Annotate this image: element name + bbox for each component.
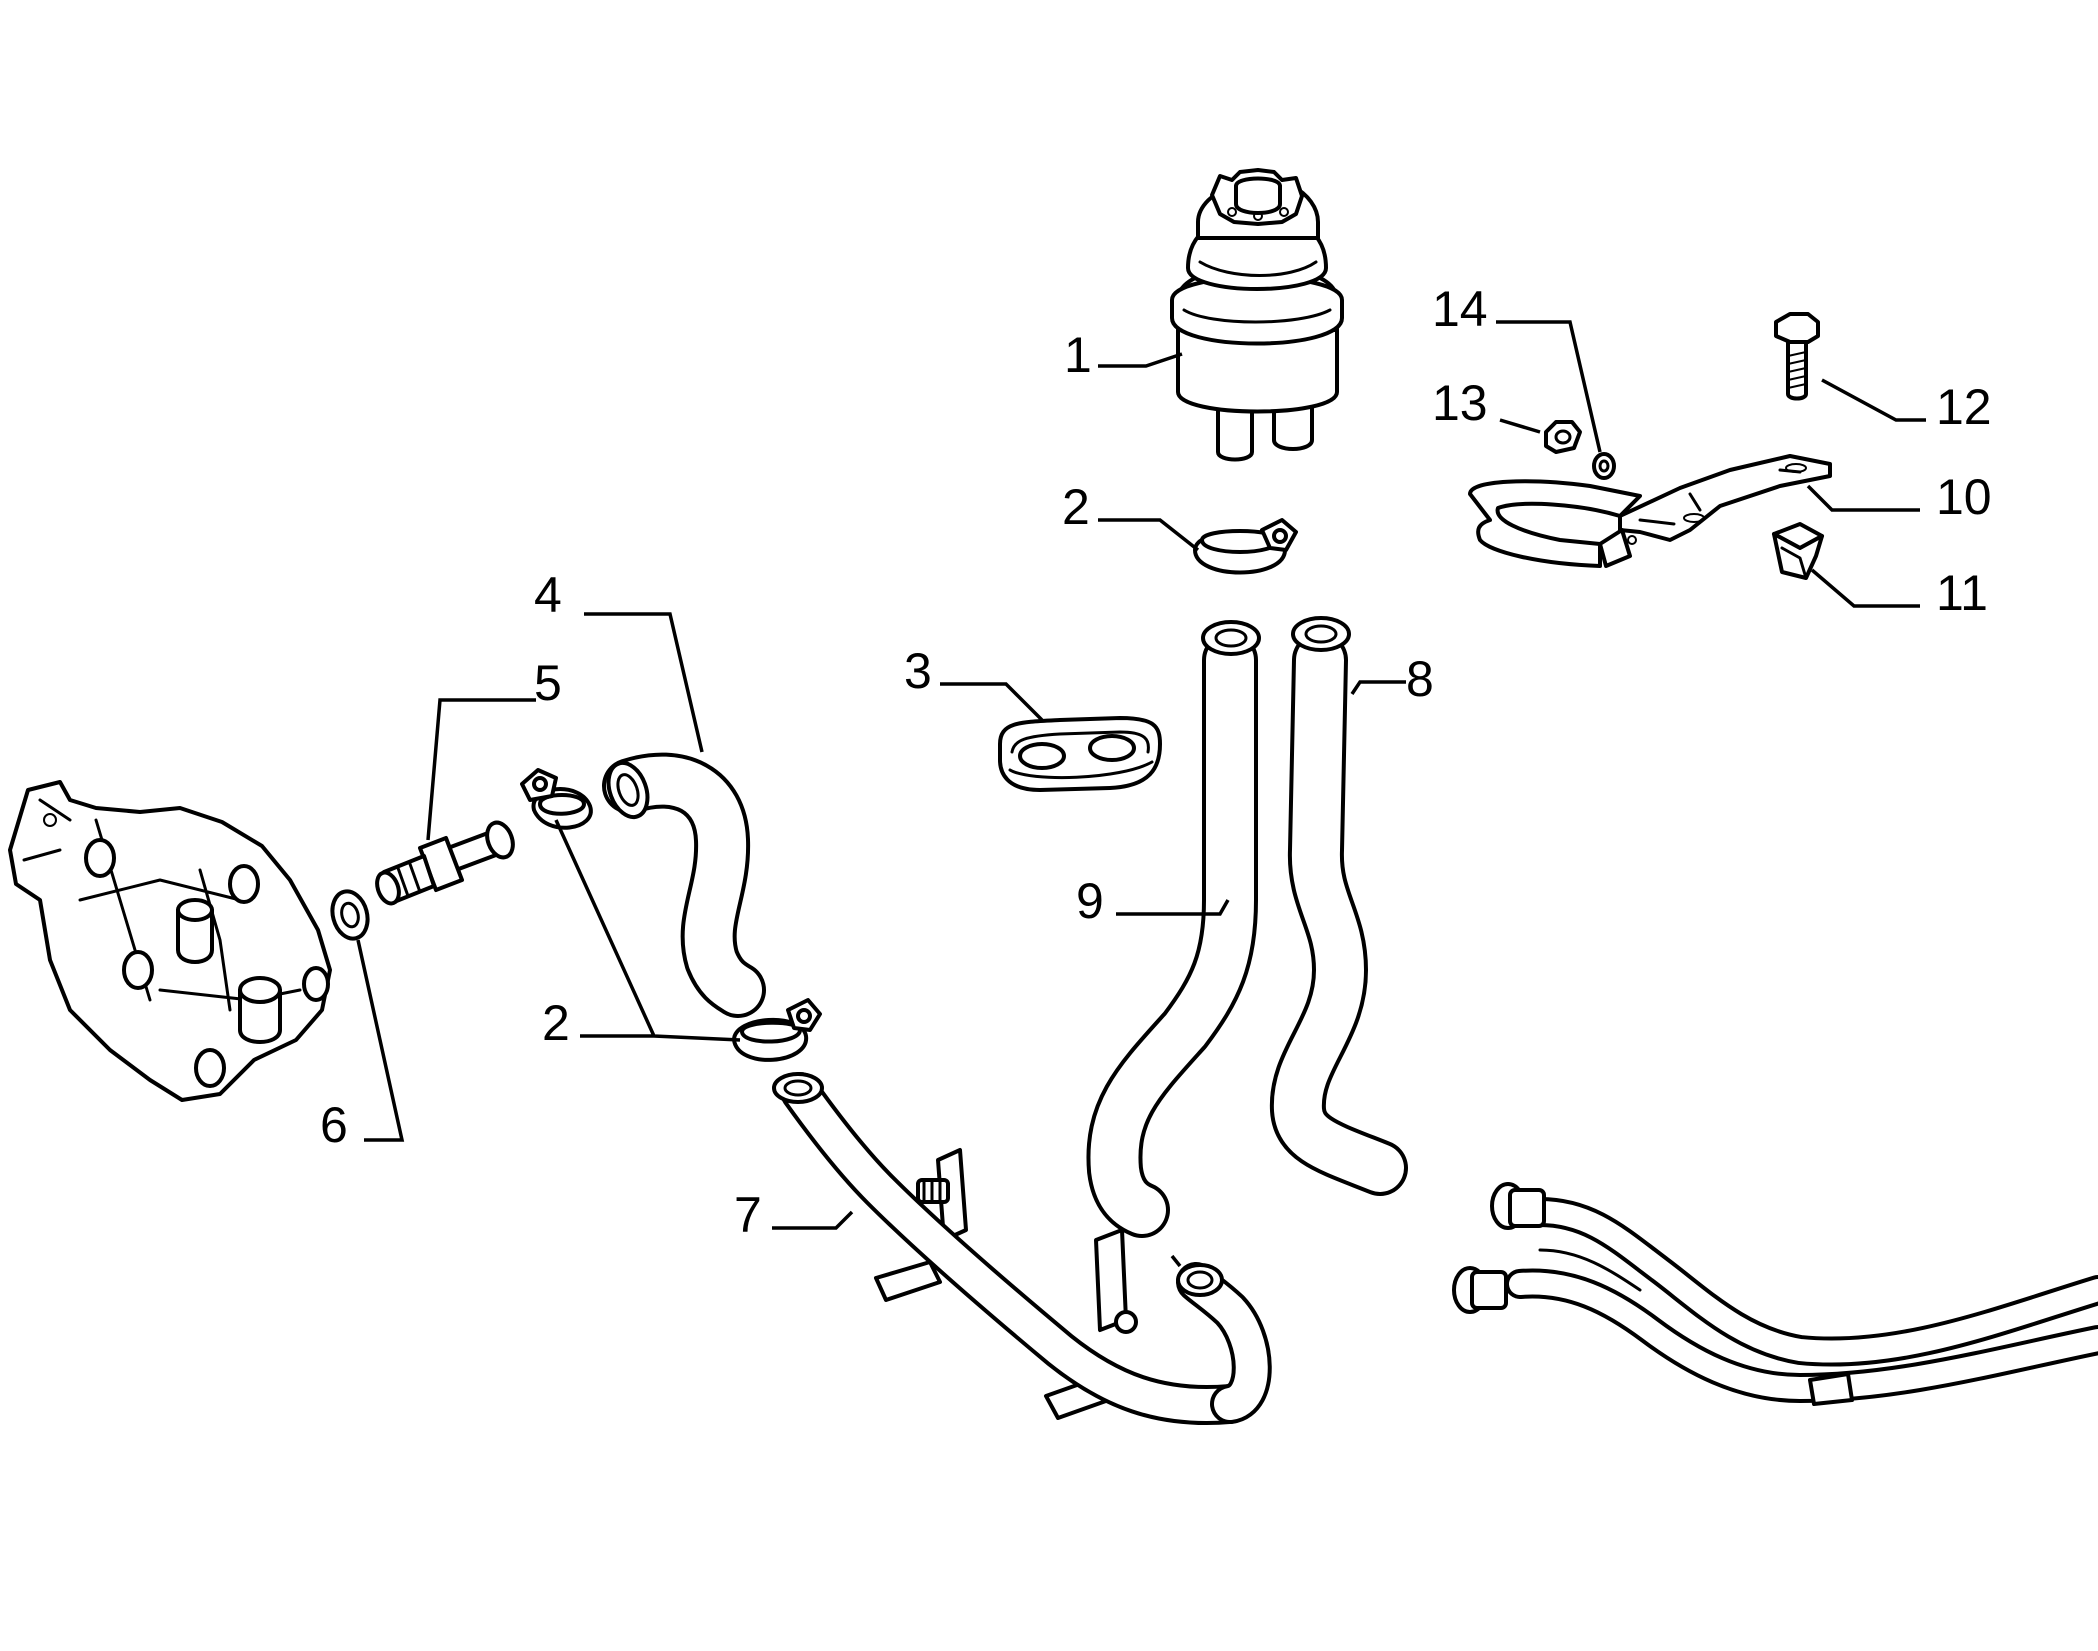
supply-hose <box>1269 616 1408 1196</box>
power-steering-pump <box>8 780 332 1102</box>
short-hose <box>602 752 766 1018</box>
callout-11: 11 <box>1936 565 1988 621</box>
callout-leaders <box>356 320 1926 1268</box>
sealing-washer <box>330 889 370 941</box>
hose-clamp-lower <box>732 998 822 1062</box>
callout-14: 14 <box>1432 281 1488 337</box>
callout-1: 1 <box>1064 327 1092 383</box>
return-hose <box>1086 620 1261 1238</box>
steering-lines <box>1452 1182 2098 1406</box>
reservoir-bracket <box>1468 454 1832 568</box>
callout-13: 13 <box>1432 375 1488 431</box>
hose-clamp-upper <box>1193 518 1298 575</box>
grommet <box>998 716 1162 792</box>
callout-10: 10 <box>1936 469 1992 525</box>
callout-9: 9 <box>1076 873 1104 929</box>
callout-labels: 1 2 2 3 4 5 6 7 8 9 10 11 12 13 14 <box>320 281 1992 1243</box>
union-fitting <box>375 820 515 906</box>
hose-clamp-middle <box>520 768 593 830</box>
clip-nut <box>1772 522 1824 580</box>
callout-8: 8 <box>1406 651 1434 707</box>
callout-12: 12 <box>1936 379 1992 435</box>
callout-5: 5 <box>534 655 562 711</box>
callout-3: 3 <box>904 643 932 699</box>
bolt <box>1774 312 1820 401</box>
fluid-reservoir <box>1170 168 1344 462</box>
callout-6: 6 <box>320 1097 348 1153</box>
callout-7: 7 <box>734 1187 762 1243</box>
callout-4: 4 <box>534 567 562 623</box>
callout-2-lower: 2 <box>542 995 570 1051</box>
metal-line-assembly <box>772 1072 1272 1425</box>
washer <box>1592 452 1616 480</box>
callout-2-upper: 2 <box>1062 479 1090 535</box>
nut <box>1544 420 1582 454</box>
